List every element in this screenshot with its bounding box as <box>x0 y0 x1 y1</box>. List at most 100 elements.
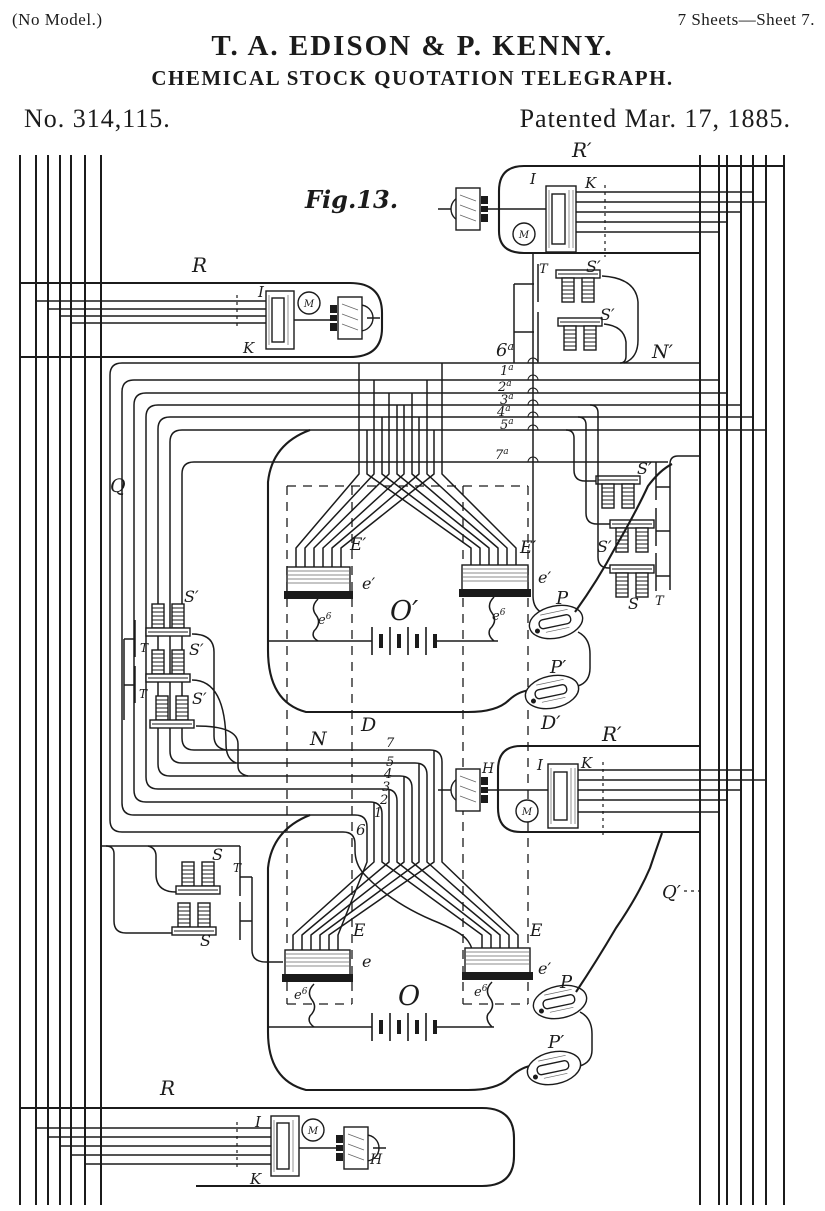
label-t-right-col: T <box>655 594 665 609</box>
label-e-lower-right: E <box>529 921 543 941</box>
sheet-info: 7 Sheets—Sheet 7. <box>677 10 815 29</box>
battery-lower <box>370 1011 437 1043</box>
label-wire-1: 1 <box>374 806 382 821</box>
relay-left <box>20 281 384 359</box>
label-m-top-left: M <box>303 299 315 310</box>
label-m-bottom: M <box>307 1126 319 1137</box>
label-e6-lower-right: e6 <box>474 984 488 1000</box>
label-wire-4a: 4a <box>496 404 511 420</box>
label-wire-6: 6 <box>356 821 366 839</box>
label-t-upper-right: T <box>539 262 549 277</box>
label-t2-left-col: T <box>139 687 148 701</box>
relay-top-right <box>437 164 784 257</box>
label-d: D <box>360 714 376 736</box>
figure-labels: Fig.13. R I K M R′ I K M T S′ S′ N′ 6a 1… <box>110 138 681 1188</box>
label-s2-bottom-left: S <box>200 931 211 950</box>
label-h-middle-right: H <box>481 761 495 777</box>
relay-middle-right <box>437 744 766 838</box>
label-o-prime: O′ <box>390 596 418 627</box>
label-s3-right-col: S <box>628 594 639 613</box>
label-e-lower-prime-ul: e′ <box>362 574 375 593</box>
label-i-bottom: I <box>254 1113 262 1131</box>
label-s2-upper-right: S′ <box>600 305 615 324</box>
label-s2-left-col: S′ <box>189 640 204 659</box>
transmitter-h-middle-right <box>437 768 489 812</box>
label-e-lower-left: E <box>352 921 366 941</box>
label-o: O <box>398 981 420 1012</box>
label-wire-5: 5 <box>386 755 394 770</box>
label-q: Q <box>110 475 126 497</box>
contact-group-left <box>123 603 249 777</box>
label-e6-lower-left: e6 <box>294 987 308 1003</box>
receiver-unit-lower <box>266 750 663 1092</box>
label-e-lower-prime-ur: e′ <box>538 568 551 587</box>
invention-title: CHEMICAL STOCK QUOTATION TELEGRAPH. <box>151 66 674 90</box>
label-r-prime-middle-right: R′ <box>601 722 622 746</box>
label-i-middle-right: I <box>536 756 544 774</box>
label-r-prime-top-right: R′ <box>571 138 592 162</box>
label-i-top-left: I <box>257 283 265 301</box>
label-p-lower: P <box>559 972 573 993</box>
label-e6-upper-right: e6 <box>492 608 506 624</box>
label-wire-2a: 2a <box>497 379 512 395</box>
label-t-bottom-left: T <box>233 861 242 875</box>
label-wire-6a: 6a <box>496 340 514 361</box>
no-model-note: (No Model.) <box>12 10 103 29</box>
label-h-bottom: H <box>369 1152 383 1168</box>
label-wire-1a: 1a <box>500 363 514 379</box>
label-n: N <box>309 728 328 750</box>
label-r-bottom: R <box>159 1076 175 1100</box>
label-s3-left-col: S′ <box>192 689 207 708</box>
label-k-bottom: K <box>249 1170 262 1188</box>
label-wire-3a: 3a <box>500 392 514 408</box>
label-e-prime-upper-right: E′ <box>519 538 536 558</box>
label-e-small-lower-left: e <box>362 952 371 971</box>
label-s2-right-col: S′ <box>597 537 612 556</box>
contact-group-right <box>565 404 700 598</box>
label-m-top-right: M <box>518 230 530 241</box>
label-s1-right-col: S′ <box>637 459 652 478</box>
label-p-prime-upper: P′ <box>549 657 566 678</box>
label-k-top-right: K <box>584 174 597 192</box>
receiver-unit-upper <box>266 363 673 714</box>
label-t1-left-col: T <box>140 641 149 655</box>
label-wire-2: 2 <box>379 793 388 808</box>
label-wire-5a: 5a <box>500 417 514 433</box>
label-wire-4: 4 <box>383 767 392 782</box>
label-d-prime: D′ <box>540 712 561 734</box>
label-s1-upper-right: S′ <box>586 257 601 276</box>
label-e-small-lower-right: e′ <box>538 959 551 978</box>
header-row-patent: No. 314,115. Patented Mar. 17, 1885. <box>24 104 791 134</box>
label-wire-7: 7 <box>386 736 395 751</box>
contact-group-bottom-left <box>101 845 283 963</box>
label-i-top-right: I <box>529 170 537 188</box>
label-s1-bottom-left: S <box>212 845 223 864</box>
battery-upper <box>370 625 437 657</box>
transmitter-h-left <box>329 296 381 340</box>
label-p-upper: P <box>555 588 569 609</box>
label-p-prime-lower: P′ <box>547 1032 564 1053</box>
patent-date: Patented Mar. 17, 1885. <box>519 104 791 133</box>
contact-group-upper-right <box>513 264 639 364</box>
header-row-top: (No Model.) 7 Sheets—Sheet 7. <box>12 10 815 30</box>
label-e-prime-upper-left: E′ <box>349 535 366 555</box>
label-s1-left-col: S′ <box>184 587 199 606</box>
right-bus-lines <box>699 155 785 1205</box>
figure-caption: Fig.13. <box>304 185 398 214</box>
label-wire-7a: 7a <box>495 447 509 463</box>
patent-number: No. 314,115. <box>24 104 171 133</box>
label-k-middle-right: K <box>580 754 593 772</box>
relay-bottom <box>20 1106 516 1188</box>
trunk-wires <box>109 253 766 850</box>
label-n-prime: N′ <box>651 341 674 363</box>
label-e6-upper-left: e6 <box>318 612 332 628</box>
left-bus-lines <box>19 155 102 1205</box>
transmitter-h-top-right <box>437 187 489 231</box>
label-wire-3: 3 <box>382 780 390 795</box>
label-q-prime: Q′ <box>662 882 681 903</box>
pen-device-p-prime-lower <box>523 1046 585 1090</box>
inventors-title: T. A. EDISON & P. KENNY. <box>211 30 614 62</box>
label-r-top: R <box>191 253 207 277</box>
